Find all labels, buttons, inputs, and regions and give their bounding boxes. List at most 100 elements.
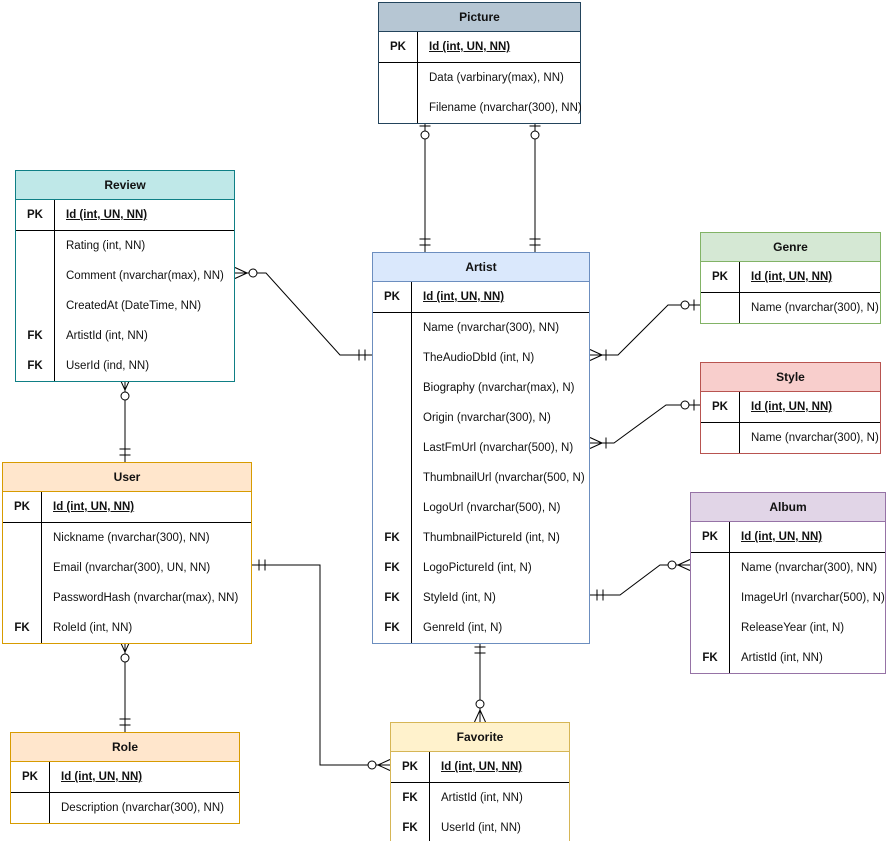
attribute-text: RoleId (int, NN)	[53, 622, 133, 634]
table-row: Name (nvarchar(300), N)	[701, 423, 880, 453]
key-badge: PK	[701, 392, 740, 422]
table-row: Data (varbinary(max), NN)	[379, 63, 580, 93]
relationship-user-favorite[interactable]	[252, 564, 390, 766]
key-badge	[3, 523, 42, 553]
key-badge	[701, 423, 740, 453]
key-badge: FK	[16, 351, 55, 381]
relationship-artist-album[interactable]	[590, 564, 690, 596]
key-badge: PK	[391, 752, 430, 782]
attribute-text: PasswordHash (nvarchar(max), NN)	[53, 592, 239, 604]
table-row: ImageUrl (nvarchar(500), N)	[691, 583, 885, 613]
table-row: FK RoleId (int, NN)	[3, 613, 251, 643]
relationship-artist-style[interactable]	[590, 404, 700, 444]
key-badge	[691, 583, 730, 613]
table-row: ThumbnailUrl (nvarchar(500, N)	[373, 463, 589, 493]
attribute-text: StyleId (int, N)	[423, 592, 496, 604]
key-badge: FK	[3, 613, 42, 643]
key-badge: PK	[11, 762, 50, 792]
attribute-text: ThumbnailUrl (nvarchar(500, N)	[423, 472, 585, 484]
table-row: PasswordHash (nvarchar(max), NN)	[3, 583, 251, 613]
table-row: Comment (nvarchar(max), NN)	[16, 261, 234, 291]
attribute-text: Rating (int, NN)	[66, 240, 146, 252]
key-badge: FK	[373, 613, 412, 643]
attribute-text: ImageUrl (nvarchar(500), N)	[741, 592, 885, 604]
table-title: Picture	[379, 3, 580, 32]
key-badge	[373, 463, 412, 493]
key-badge	[373, 403, 412, 433]
attribute-text: ArtistId (int, NN)	[741, 652, 823, 664]
table-row: ReleaseYear (int, N)	[691, 613, 885, 643]
attribute-text: TheAudioDbId (int, N)	[423, 352, 535, 364]
table-row: CreatedAt (DateTime, NN)	[16, 291, 234, 321]
attribute-text: ReleaseYear (int, N)	[741, 622, 845, 634]
table-row: Filename (nvarchar(300), NN)	[379, 93, 582, 123]
table-title: Review	[16, 171, 234, 200]
key-badge: PK	[3, 492, 42, 522]
table-row: Description (nvarchar(300), NN)	[11, 793, 239, 823]
key-badge	[691, 553, 730, 583]
attribute-text: Name (nvarchar(300), N)	[751, 302, 879, 314]
entity-table-role[interactable]: Role PK Id (int, UN, NN) Description (nvar…	[10, 732, 240, 824]
key-badge	[691, 613, 730, 643]
attribute-text: Nickname (nvarchar(300), NN)	[53, 532, 210, 544]
attribute-text: Name (nvarchar(300), NN)	[741, 562, 878, 574]
attribute-text: Id (int, UN, NN)	[61, 771, 143, 783]
key-badge	[16, 231, 55, 261]
attribute-text: Description (nvarchar(300), NN)	[61, 802, 224, 814]
attribute-text: UserId (ind, NN)	[66, 360, 150, 372]
table-row: LastFmUrl (nvarchar(500), N)	[373, 433, 589, 463]
key-badge	[701, 293, 740, 323]
key-badge	[373, 343, 412, 373]
attribute-text: Id (int, UN, NN)	[751, 271, 833, 283]
table-row: LogoUrl (nvarchar(500), N)	[373, 493, 589, 523]
key-badge: PK	[701, 262, 740, 292]
attribute-text: LogoUrl (nvarchar(500), N)	[423, 502, 561, 514]
table-row-pk: PK Id (int, UN, NN)	[11, 762, 239, 793]
relationship-artist-genre[interactable]	[590, 304, 700, 356]
table-row: Name (nvarchar(300), NN)	[691, 553, 885, 583]
table-title: Genre	[701, 233, 880, 262]
key-badge: FK	[16, 321, 55, 351]
table-row: FK UserId (ind, NN)	[16, 351, 234, 381]
table-row: Name (nvarchar(300), N)	[701, 293, 880, 323]
key-badge: PK	[16, 200, 55, 230]
attribute-text: ArtistId (int, NN)	[441, 792, 523, 804]
table-title: Style	[701, 363, 880, 392]
attribute-text: Comment (nvarchar(max), NN)	[66, 270, 224, 282]
key-badge	[373, 313, 412, 343]
table-row: Nickname (nvarchar(300), NN)	[3, 523, 251, 553]
attribute-text: LogoPictureId (int, N)	[423, 562, 532, 574]
attribute-text: Name (nvarchar(300), NN)	[423, 322, 560, 334]
attribute-text: LastFmUrl (nvarchar(500), N)	[423, 442, 574, 454]
table-title: Role	[11, 733, 239, 762]
attribute-text: Id (int, UN, NN)	[423, 291, 505, 303]
table-row: Name (nvarchar(300), NN)	[373, 313, 589, 343]
attribute-text: Filename (nvarchar(300), NN)	[429, 102, 582, 114]
relationship-review-artist[interactable]	[235, 272, 372, 356]
entity-table-genre[interactable]: Genre PK Id (int, UN, NN) Name (nvarchar(3…	[700, 232, 881, 324]
key-badge	[3, 583, 42, 613]
attribute-text: Name (nvarchar(300), N)	[751, 432, 879, 444]
table-row: Rating (int, NN)	[16, 231, 234, 261]
table-row: TheAudioDbId (int, N)	[373, 343, 589, 373]
table-title: User	[3, 463, 251, 492]
